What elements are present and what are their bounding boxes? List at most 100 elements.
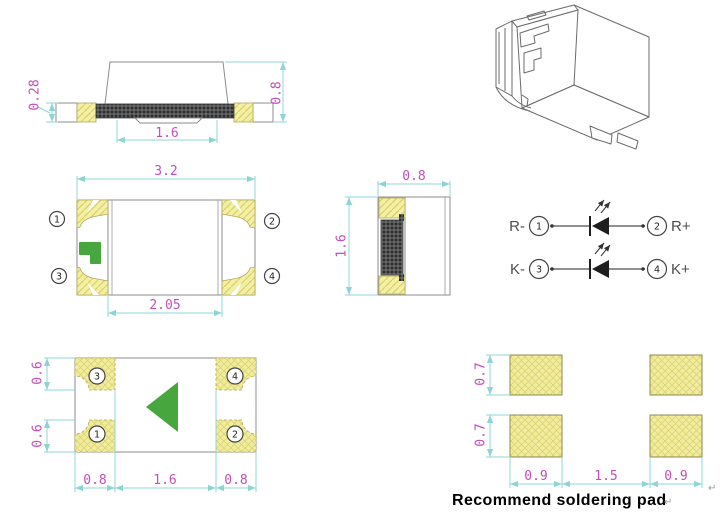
circuit-schematic: R- 1 2 R+ K- 3: [509, 199, 691, 280]
emission-arrow-icon: [600, 201, 611, 214]
dim-end-width: 0.8: [377, 169, 451, 196]
dim-label: 1.6: [155, 126, 178, 141]
bottom-left-foot-curve: [495, 86, 532, 112]
lead-tab: [399, 214, 404, 221]
pin-number: 3: [536, 265, 542, 276]
solder-pad-br: [649, 414, 703, 458]
solder-pad-view: 0.7 0.7 0.9 1.5 0.9: [474, 354, 703, 488]
electrode-bracket: [519, 23, 550, 48]
dim-label: 0.8: [270, 81, 285, 104]
pad-notch: [230, 282, 242, 295]
bottom-foot: [616, 132, 639, 150]
dim-label: 0.28: [28, 79, 43, 110]
end-face-detail-lines: [498, 28, 506, 91]
dim-side-lead-width: 1.6: [116, 120, 218, 144]
dim-label: 1.6: [335, 234, 350, 257]
foot-detail: [521, 94, 529, 107]
emission-arrow-icon: [594, 242, 605, 255]
dim-solder-chain: 0.9 1.5 0.9: [509, 458, 703, 488]
pin-number: 2: [269, 217, 275, 228]
green-polarity-mark: [79, 242, 101, 264]
side-view: 0.28 0.8 1.6: [28, 61, 287, 144]
electrode-window: [523, 47, 542, 74]
pin-number: 3: [56, 272, 62, 283]
schematic-row-r: R- 1 2 R+: [509, 199, 691, 237]
dim-label: 0.8: [224, 473, 247, 488]
dim-label: 0.7: [474, 423, 489, 446]
package-front-face: [516, 9, 579, 109]
lead-tab: [399, 274, 404, 281]
top-view-pad-3: [76, 266, 109, 296]
solder-pad-tl: [509, 354, 563, 396]
pin-number: 4: [654, 265, 660, 276]
dim-label: 2.05: [149, 298, 180, 313]
pin-number: 2: [232, 430, 238, 441]
dim-label: 0.8: [83, 473, 106, 488]
dim-bottom-chain: 0.8 1.6 0.8: [74, 391, 257, 492]
emission-arrow-icon: [594, 199, 605, 212]
pad-notch: [230, 200, 242, 213]
side-view-bottom-tab: [133, 117, 204, 124]
dim-label: 0.7: [474, 362, 489, 385]
pin-number: 1: [536, 222, 542, 233]
bottom-view: 3 4 1 2 0.6 0.6 0.8 1.6 0.8: [31, 357, 257, 492]
top-view: 1 2 3 4 3.2 2.05: [48, 164, 281, 317]
end-view: 0.8 1.6: [335, 169, 451, 296]
side-view-end-right: [252, 102, 274, 123]
solder-pad-tr: [649, 354, 703, 396]
dim-label: 1.6: [153, 473, 176, 488]
dim-side-pad-height: 0.28: [28, 79, 58, 123]
perspective-view: [495, 4, 650, 150]
terminal-label: R+: [671, 218, 691, 235]
dim-label: 3.2: [154, 164, 177, 179]
terminal-label: K+: [671, 261, 690, 278]
pin-number: 3: [94, 372, 100, 383]
electrode-tab: [526, 10, 547, 21]
terminal-label: K-: [510, 261, 525, 278]
dim-side-total-height: 0.8: [225, 61, 287, 123]
caption-block: Recommend soldering pad ↵ ↵: [452, 483, 716, 509]
pad-notch: [87, 282, 99, 295]
caption-text: Recommend soldering pad: [452, 492, 667, 509]
top-view-pad-1: [76, 199, 109, 229]
pin-number: 1: [94, 430, 100, 441]
dim-bottom-pad-height-bottom: 0.6: [31, 419, 75, 453]
side-view-lens-body: [104, 61, 229, 105]
pin-markers: 3 4 1 2: [88, 367, 244, 443]
side-view-pad-left: [76, 102, 97, 123]
return-mark: ↵: [664, 497, 672, 508]
pad-notch: [87, 200, 99, 213]
pin-markers: 1 2 3 4: [48, 210, 281, 285]
dim-label: 1.5: [594, 469, 617, 484]
side-view-end-left: [55, 102, 78, 123]
dim-end-height: 1.6: [335, 196, 377, 296]
led-symbol-icon: [589, 199, 611, 236]
end-view-emitting-area: [404, 196, 451, 296]
top-view-pad-2: [221, 199, 256, 229]
led-symbol-icon: [589, 242, 611, 279]
corner-return-mark: ↵: [708, 483, 716, 494]
emission-arrow-icon: [600, 244, 611, 257]
bottom-foot: [589, 125, 613, 145]
side-view-pad-right: [233, 102, 254, 123]
dim-top-total-width: 3.2: [76, 164, 256, 199]
dim-label: 0.6: [31, 361, 46, 384]
green-triangle-mark: [146, 382, 178, 432]
solder-pad-bl: [509, 414, 563, 458]
dim-bottom-pad-height-top: 0.6: [31, 357, 75, 391]
package-end-face: [495, 20, 513, 97]
pin-number: 1: [54, 215, 60, 226]
pin-number: 4: [232, 372, 238, 383]
dim-label: 0.8: [402, 169, 425, 184]
dim-label: 0.9: [664, 469, 687, 484]
dim-solder-pad-height-top: 0.7: [474, 354, 510, 396]
pin-number: 4: [269, 272, 275, 283]
end-view-pad-top: [378, 197, 406, 219]
dim-label: 0.6: [31, 424, 46, 447]
schematic-row-k: K- 3 4 K+: [510, 242, 690, 280]
dim-label: 0.9: [524, 469, 547, 484]
dim-solder-pad-height-bottom: 0.7: [474, 414, 510, 458]
top-view-emitting-area: [107, 199, 223, 296]
top-view-body: [76, 199, 256, 296]
